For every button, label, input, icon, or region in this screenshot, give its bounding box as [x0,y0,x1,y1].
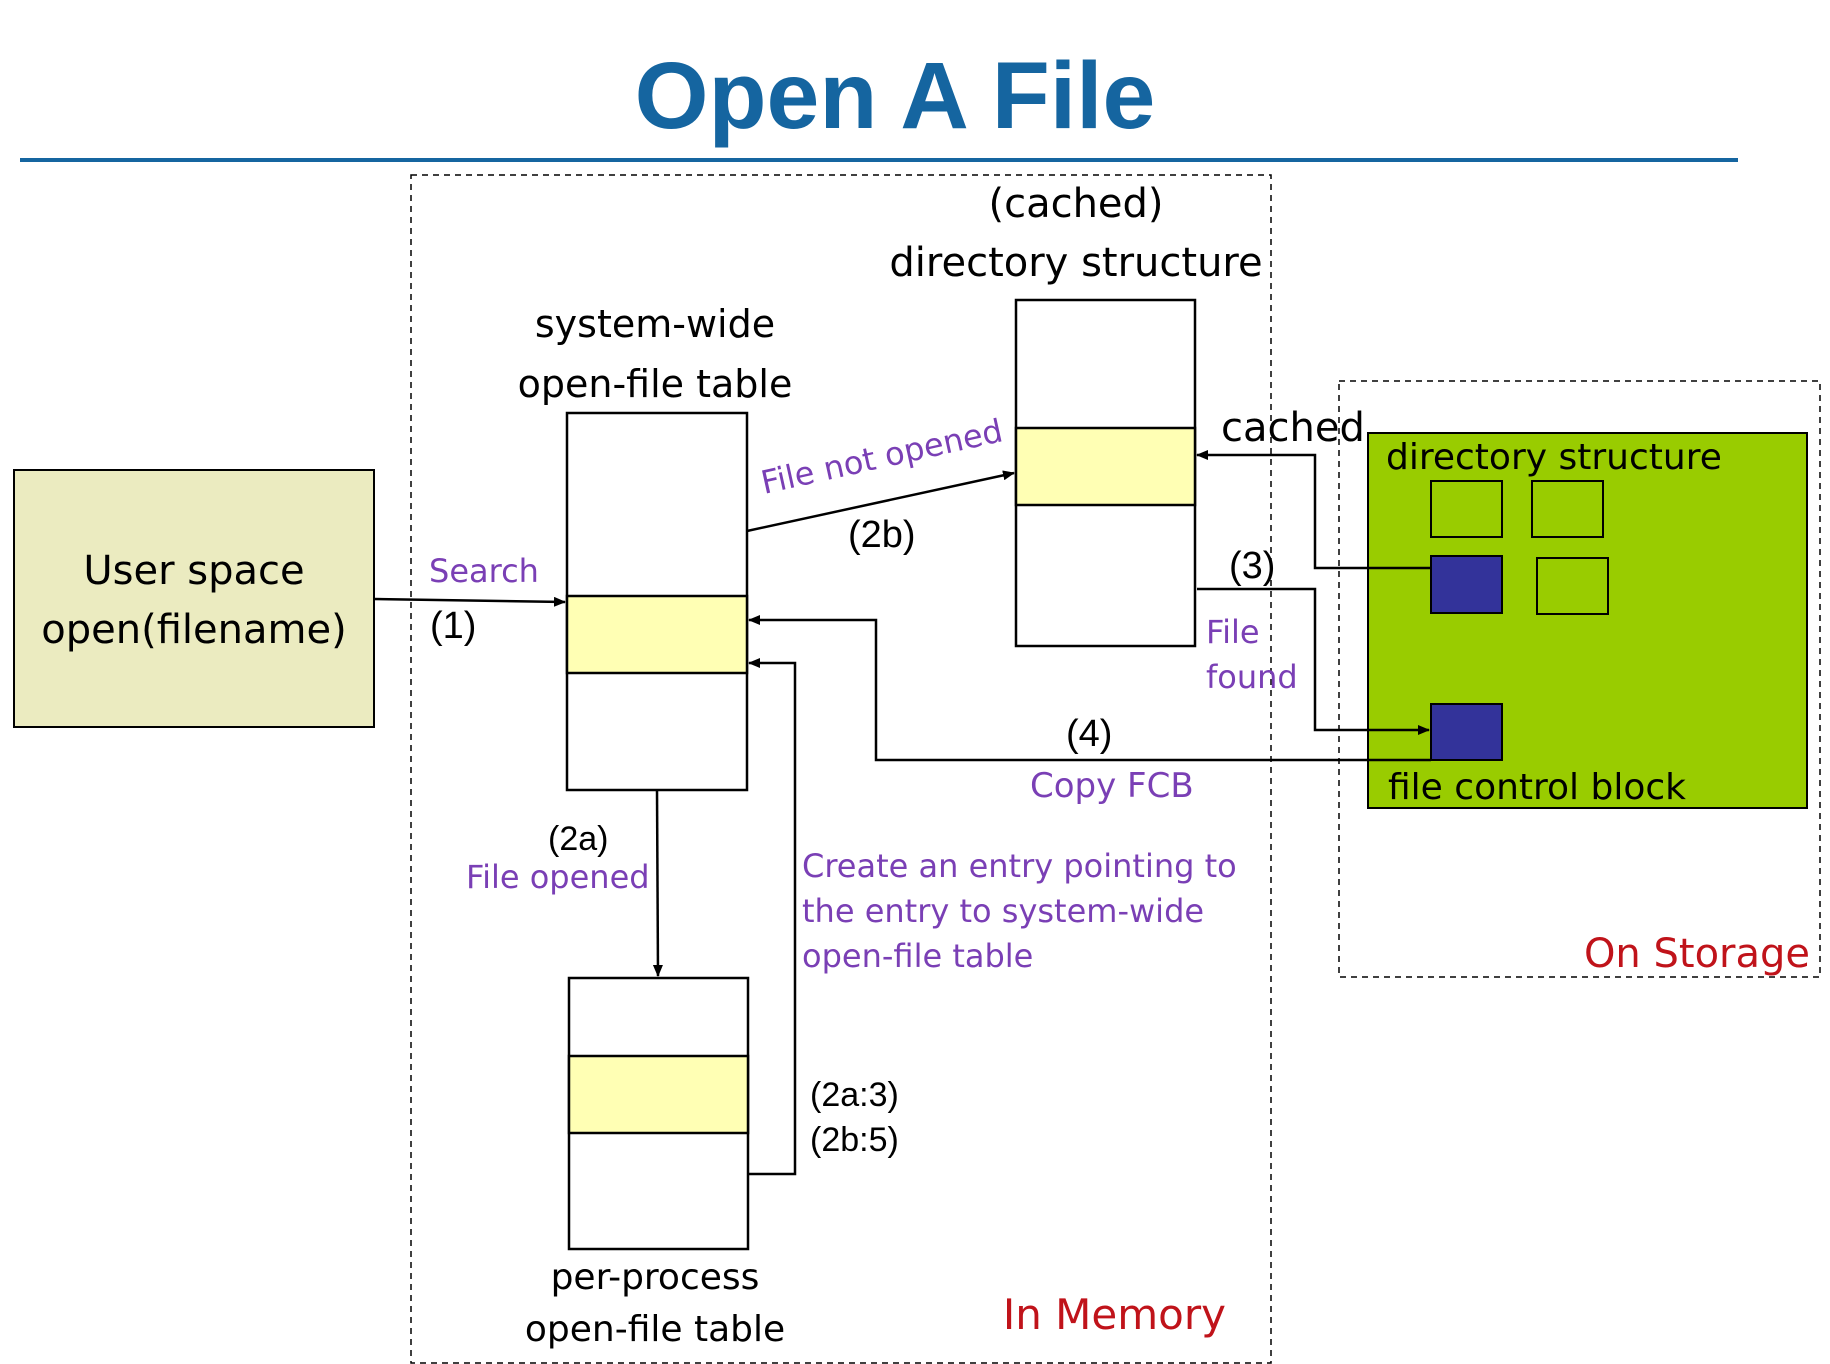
step2a-label: (2a) [548,820,608,858]
step4-label: (4) [1066,713,1112,755]
search-label: Search [429,552,539,590]
file-opened-label: File opened [466,858,650,896]
cached-arrow-label: cached [1221,405,1365,451]
on-storage-label: On Storage [1584,931,1810,977]
file-found-label: File [1206,613,1260,651]
file-not-opened-label: File not opened [758,411,1007,501]
fcb-box [1430,703,1503,761]
step2b-label: (2b) [848,514,916,556]
storage-directory-label: directory structure [1386,437,1722,478]
system-wide-label: system-wide [535,302,775,346]
dir-entry-selected [1430,555,1503,614]
step1-label: (1) [430,605,476,647]
system-wide-entry [565,594,749,675]
per-process-label: per-process [551,1257,760,1298]
file-found-label-2: found [1206,658,1298,696]
step2a3-label: (2a:3) [810,1076,899,1114]
copy-fcb-arrow [748,615,1431,762]
dir-entry-box [1531,480,1604,538]
per-process-label-2: open-file table [525,1309,785,1350]
cached-directory-label: directory structure [889,240,1262,286]
create-entry-arrow [748,658,797,1176]
file-control-block-label: file control block [1388,767,1686,808]
per-process-entry [567,1054,750,1135]
dir-entry-box [1430,480,1503,538]
cached-arrow [1196,450,1431,570]
copy-fcb-label: Copy FCB [1030,766,1194,806]
user-space-label: User space [83,548,304,594]
file-found-arrow [1197,587,1430,735]
step3-label: (3) [1229,545,1275,587]
in-memory-label: In Memory [1003,1290,1226,1339]
create-entry-label-3: open-file table [802,937,1033,975]
page-title: Open A File [635,43,1156,149]
cached-directory-entry [1014,426,1197,507]
search-arrow [373,596,566,607]
dir-entry-box [1536,557,1609,615]
system-wide-label-2: open-file table [518,362,793,406]
cached-label: (cached) [988,181,1163,227]
file-not-opened-arrow [746,470,1015,533]
open-filename-label: open(filename) [41,607,346,653]
in-memory-region [410,174,1272,1364]
create-entry-label-2: the entry to system-wide [802,892,1204,930]
step2b5-label: (2b:5) [810,1121,899,1159]
title-rule [20,158,1738,162]
create-entry-label-1: Create an entry pointing to [802,847,1237,885]
user-space-box [13,469,375,728]
file-opened-arrow [652,789,663,977]
